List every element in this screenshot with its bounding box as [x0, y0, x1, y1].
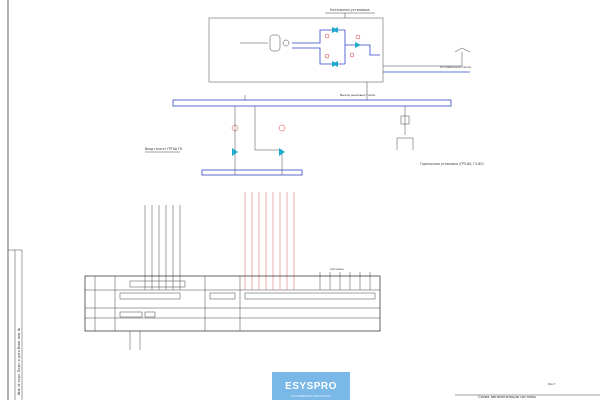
signal-lines-right [319, 272, 371, 290]
stack-damper [400, 115, 410, 125]
title-block-text: Схема автоматизации системы [478, 395, 536, 399]
main-header-pipe [172, 99, 452, 107]
return-header-pipe [201, 169, 303, 176]
boiler-unit-label: Котельная установка [330, 8, 370, 12]
logo-text: ESYSPRO [285, 380, 337, 392]
sensor-1 [324, 33, 330, 39]
valve-1b [332, 27, 338, 33]
signal-lines-middle [244, 192, 295, 290]
company-logo: ESYSPRO ENGINEERING SOLUTIONS [272, 372, 350, 400]
pump-circle [282, 39, 290, 47]
left-margin-text: Инв. № подл. Подп. и дата Взам. инв. № [17, 327, 21, 395]
gas-line-label: Вход газа от ГРПШ ГК [145, 147, 183, 151]
consumer-symbol [454, 47, 471, 53]
sensor-4 [349, 52, 355, 58]
burner-symbol [396, 137, 414, 150]
signal-lines-left [144, 205, 181, 290]
sensor-3 [355, 34, 361, 40]
branch-pipe-2 [254, 106, 283, 175]
valve-3 [355, 42, 361, 48]
exhaust-label: Выход дымовых газов [340, 93, 375, 97]
logo-subtext: ENGINEERING SOLUTIONS [291, 394, 331, 398]
valve-2b [332, 61, 338, 67]
terminal-block [84, 275, 381, 332]
burner-label: Горелочная установка (ГРУ-80, ГУ-80) [420, 162, 484, 166]
branch-sensor-1 [231, 124, 239, 132]
boiler-tank [269, 34, 281, 52]
signals-label: Сигналы [330, 267, 344, 271]
sheet-number: Лист [548, 382, 556, 386]
pump-valve-1 [232, 148, 238, 156]
internal-outlet [345, 44, 380, 56]
boiler-unit-frame [208, 17, 384, 83]
consumer-label: Потребители тепла [440, 65, 471, 69]
branch-sensor-2 [278, 124, 286, 132]
pump-valve-2 [279, 148, 285, 156]
sensor-2 [324, 53, 330, 59]
